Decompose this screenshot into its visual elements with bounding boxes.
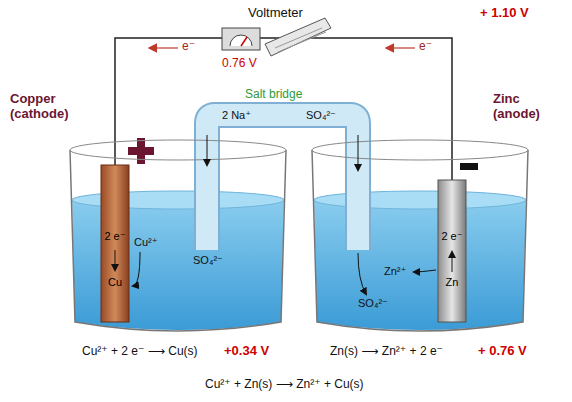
copper-electrode: 2 e⁻ Cu: [101, 165, 129, 322]
ion-label: SO₄²⁻: [306, 109, 336, 122]
salt-bridge-label: Salt bridge: [245, 88, 302, 102]
meter-reading: 0.76 V: [222, 57, 257, 71]
ion-label: SO₄²⁻: [358, 297, 388, 310]
ion-label: Zn²⁺: [384, 265, 406, 278]
electron-label: 2 e⁻: [101, 230, 129, 243]
voltmeter-label: Voltmeter: [248, 6, 303, 21]
electron-label: e⁻: [182, 40, 195, 54]
ion-label: SO₄²⁻: [193, 254, 223, 267]
electron-label: e⁻: [419, 40, 432, 54]
electrode-label: Copper (cathode): [10, 92, 88, 122]
electrode-label: Zinc (anode): [493, 92, 567, 122]
zinc-electrode: 2 e⁻ Zn: [438, 180, 466, 322]
overall-reaction: Cu²⁺ + Zn(s) ⟶ Zn²⁺ + Cu(s): [205, 378, 364, 392]
electrode-potential: + 0.76 V: [478, 344, 527, 359]
ion-label: Cu²⁺: [134, 236, 158, 249]
electron-label: 2 e⁻: [438, 230, 466, 243]
electrode-potential: +0.34 V: [224, 344, 269, 359]
half-reaction: Zn(s) ⟶ Zn²⁺ + 2 e⁻: [330, 345, 443, 359]
ion-label: 2 Na⁺: [222, 109, 251, 122]
half-reaction: Cu²⁺ + 2 e⁻ ⟶ Cu(s): [82, 345, 198, 359]
element-symbol: Cu: [101, 276, 129, 288]
element-symbol: Zn: [438, 276, 466, 288]
cell-voltage: + 1.10 V: [480, 6, 529, 21]
